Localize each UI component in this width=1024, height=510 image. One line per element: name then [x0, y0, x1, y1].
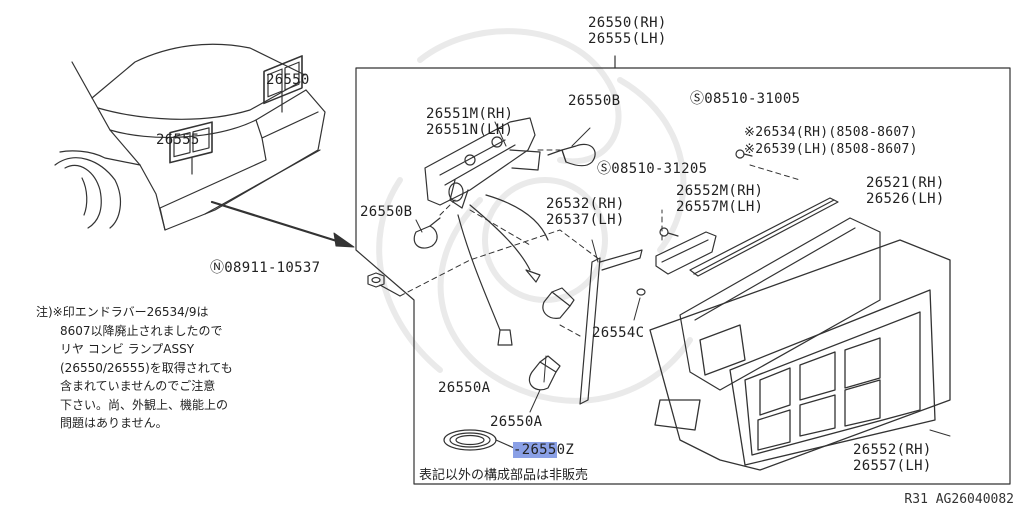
car-rear-sketch	[54, 43, 326, 231]
footer-note: 表記以外の構成部品は非販売	[419, 468, 589, 483]
note-line: 含まれていませんのでご注意	[36, 379, 216, 393]
bulb-26550a-upper	[542, 287, 575, 319]
label-rubber-lh: ※26539(LH)(8508-8607)	[744, 142, 918, 157]
label-assy-rh: 26550(RH)	[588, 15, 667, 31]
rubber-strip-part	[689, 197, 839, 277]
label-assy-lh: 26555(LH)	[588, 31, 667, 47]
label-seal-rh: 26532(RH)	[546, 196, 625, 212]
label-bulb-a-2: 26550A	[490, 414, 543, 430]
lens-part	[649, 239, 951, 471]
bulb-26550a-lower	[528, 355, 561, 391]
grommet-part	[636, 288, 646, 296]
label-bulb-b-top: 26550B	[568, 93, 621, 109]
solid-leaders	[415, 121, 951, 437]
highlighted-part-number: -2655	[513, 442, 557, 458]
label-nut: Ⓝ08911-10537	[210, 260, 321, 276]
note-line: 8607以降廃止されましたので	[36, 323, 223, 338]
wire-harness	[457, 194, 549, 346]
label-grommet: 26554C	[592, 325, 645, 341]
label-lens-lh: 26557(LH)	[853, 458, 932, 474]
diagram-reference: R31 AG26040082	[904, 492, 1014, 507]
socket-plate-part	[424, 117, 541, 209]
bulb-26550b-left	[413, 217, 441, 249]
label-wire-suffix: 0Z	[556, 442, 575, 458]
note-line: 下さい。尚、外観上、機能上の	[36, 397, 229, 412]
label-bulb-a-1: 26550A	[438, 380, 491, 396]
label-housing-rh: 26521(RH)	[866, 175, 945, 191]
nut-part	[367, 272, 385, 288]
screw-mid	[659, 227, 679, 237]
note-line: 問題はありません。	[36, 416, 168, 430]
assembly-frame	[355, 67, 1011, 485]
label-seal-lh: 26537(LH)	[546, 212, 625, 228]
label-screw-2: Ⓢ08510-31205	[597, 161, 708, 177]
leader-lines	[399, 149, 801, 337]
label-lens-rh: 26552(RH)	[853, 442, 932, 458]
label-socket-rh: 26551M(RH)	[426, 106, 514, 122]
location-arrow	[210, 200, 355, 248]
bulb-26550b-top	[547, 143, 596, 167]
label-car-lh: 26555	[156, 132, 200, 148]
label-socket-lh: 26551N(LH)	[426, 122, 514, 138]
screw-top	[735, 149, 753, 159]
label-lens-m-lh: 26557M(LH)	[676, 199, 764, 215]
wire-coil-26550z	[443, 429, 515, 451]
note-line: (26550/26555)を取得されても	[36, 360, 233, 375]
label-car-rh: 26550	[266, 72, 310, 88]
label-housing-lh: 26526(LH)	[866, 191, 945, 207]
label-screw-1: Ⓢ08510-31005	[690, 91, 801, 107]
note-line: 注)※印エンドラバー26534/9は	[36, 305, 209, 319]
housing-part	[679, 217, 881, 391]
nut-leader	[379, 284, 401, 297]
japanese-note: 注)※印エンドラバー26534/9は 8607以降廃止されましたので リヤ コン…	[36, 303, 233, 433]
note-line: リヤ コンビ ランプASSY	[36, 342, 195, 356]
label-lens-m-rh: 26552M(RH)	[676, 183, 764, 199]
watermark-emblem	[376, 28, 693, 404]
label-wire: -26550Z	[513, 442, 575, 458]
label-bulb-b-left: 26550B	[360, 204, 413, 220]
label-rubber-rh: ※26534(RH)(8508-8607)	[744, 125, 918, 140]
lens-m-part	[655, 231, 717, 275]
